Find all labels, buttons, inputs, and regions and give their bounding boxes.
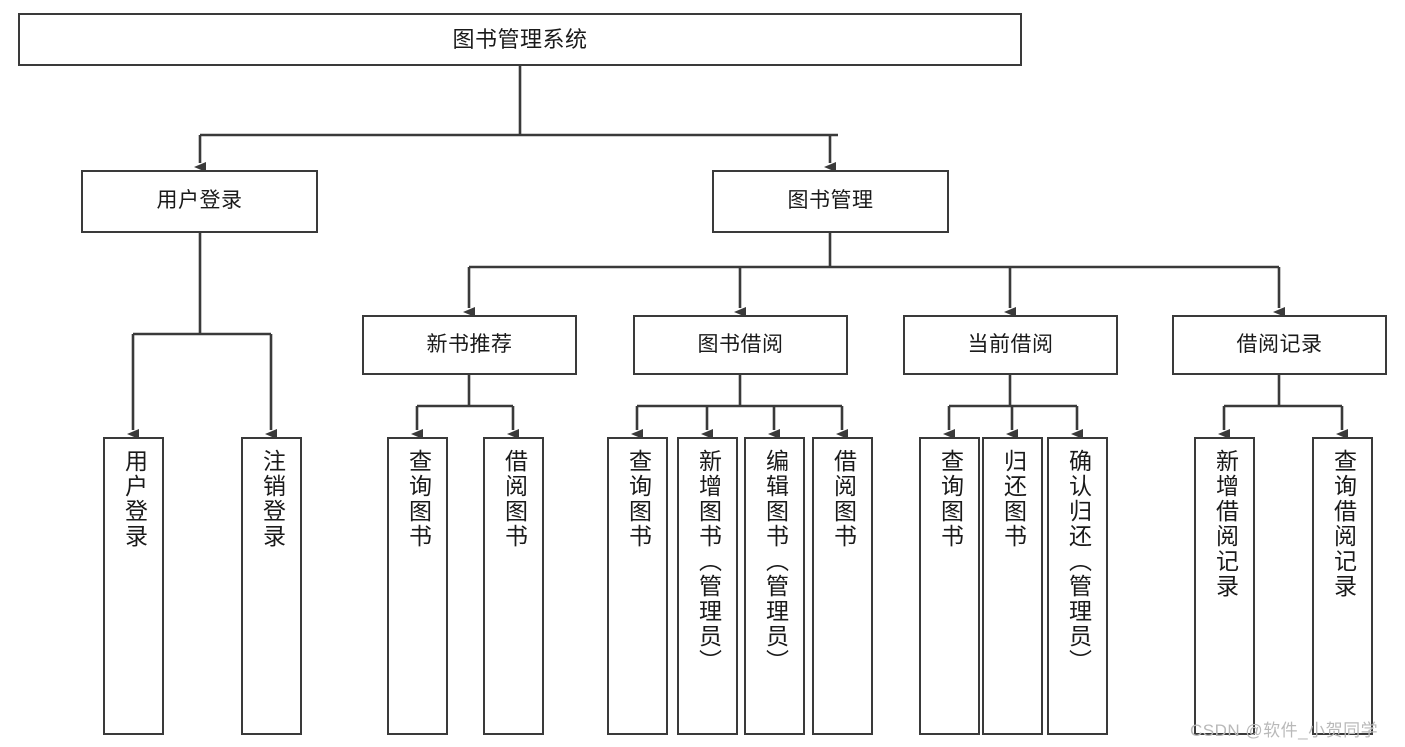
node-label: 借阅记录 (1236, 332, 1323, 356)
node-label: 图书借阅 (697, 332, 784, 356)
node-label: 新书推荐 (426, 332, 513, 356)
leaf-book-borrow-query[interactable]: 查询图书 (607, 437, 668, 735)
node-label: 借阅图书 (830, 449, 857, 549)
leaf-book-borrow-edit[interactable]: 编辑图书（管理员） (744, 437, 805, 735)
leaf-records-add[interactable]: 新增借阅记录 (1194, 437, 1255, 735)
node-label: 查询借阅记录 (1330, 449, 1357, 599)
node-label: 确认归还（管理员） (1065, 449, 1092, 674)
leaf-current-borrow-query[interactable]: 查询图书 (919, 437, 980, 735)
node-user-login[interactable]: 用户登录 (81, 170, 318, 233)
leaf-new-book-query[interactable]: 查询图书 (387, 437, 448, 735)
leaf-current-borrow-return[interactable]: 归还图书 (982, 437, 1043, 735)
node-label: 借阅图书 (501, 449, 528, 549)
leaf-records-query[interactable]: 查询借阅记录 (1312, 437, 1373, 735)
leaf-new-book-borrow[interactable]: 借阅图书 (483, 437, 544, 735)
leaf-book-borrow-add[interactable]: 新增图书（管理员） (677, 437, 738, 735)
csdn-watermark: CSDN @软件_小贺同学 (1190, 721, 1379, 740)
node-label: 查询图书 (625, 449, 652, 549)
node-label: 用户登录 (156, 189, 243, 213)
node-current-borrow[interactable]: 当前借阅 (903, 315, 1118, 375)
node-new-book-recommend[interactable]: 新书推荐 (362, 315, 577, 375)
node-label: 查询图书 (405, 449, 432, 549)
node-label: 编辑图书（管理员） (762, 449, 789, 674)
node-label: 当前借阅 (967, 332, 1054, 356)
node-label: 用户登录 (121, 449, 148, 549)
node-label: 图书管理系统 (452, 26, 588, 52)
leaf-book-borrow-borrow[interactable]: 借阅图书 (812, 437, 873, 735)
node-book-borrow[interactable]: 图书借阅 (633, 315, 848, 375)
leaf-user-login-logout[interactable]: 注销登录 (241, 437, 302, 735)
node-label: 归还图书 (1000, 449, 1027, 549)
leaf-user-login-login[interactable]: 用户登录 (103, 437, 164, 735)
node-label: 注销登录 (259, 449, 286, 549)
node-label: 图书管理 (787, 189, 874, 213)
node-label: 新增借阅记录 (1212, 449, 1239, 599)
node-root-book-management-system[interactable]: 图书管理系统 (18, 13, 1022, 66)
node-book-management[interactable]: 图书管理 (712, 170, 949, 233)
node-borrow-records[interactable]: 借阅记录 (1172, 315, 1387, 375)
leaf-current-borrow-confirm-return[interactable]: 确认归还（管理员） (1047, 437, 1108, 735)
node-label: 新增图书（管理员） (695, 449, 722, 674)
node-label: 查询图书 (937, 449, 964, 549)
